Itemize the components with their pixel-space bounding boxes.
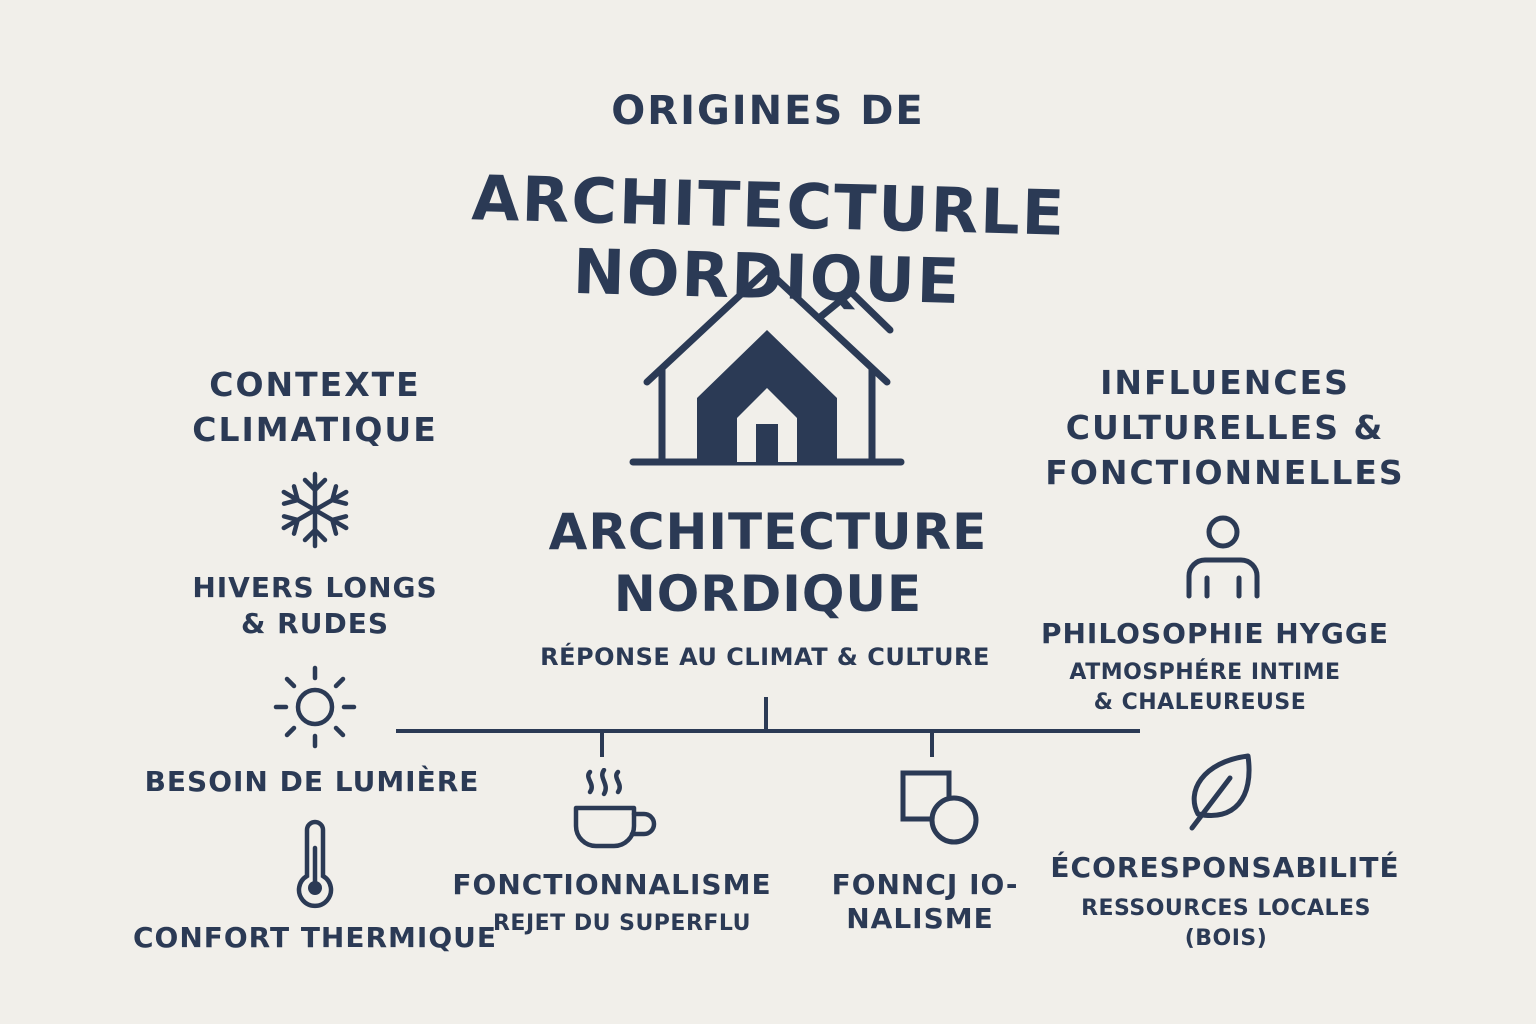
right-item-1-title: Philosophie Hygge bbox=[1040, 617, 1390, 650]
thermometer-icon bbox=[293, 818, 337, 910]
right-heading-line-1: Influences bbox=[1100, 363, 1350, 402]
bottom-item-1-title: Fonctionnalisme bbox=[452, 868, 772, 901]
center-title-line-2: Nordique bbox=[613, 565, 923, 623]
connector-horizontal bbox=[396, 729, 1140, 733]
left-item-2-label: Besoin de lumière bbox=[144, 765, 480, 798]
sun-icon bbox=[272, 664, 358, 750]
right-item-1-line-2: & chaleureuse bbox=[1093, 690, 1307, 715]
right-item-1-line-1: Atmosphére intime bbox=[1069, 660, 1341, 685]
left-item-1-line-2: & rudes bbox=[241, 607, 389, 640]
bottom-item-1-sub: Rejet du superflu bbox=[492, 911, 752, 936]
right-heading-line-2: culturelles & bbox=[1065, 408, 1385, 447]
snowflake-icon bbox=[275, 470, 355, 550]
bottom-item-2-line-2: nalisme bbox=[846, 902, 994, 935]
house-icon bbox=[625, 262, 915, 477]
right-item-2-title: Écoresponsabilité bbox=[1050, 851, 1400, 884]
person-icon bbox=[1183, 512, 1263, 600]
connector-left bbox=[600, 731, 604, 757]
right-item-2-line-1: Ressources locales bbox=[1081, 896, 1371, 921]
center-title-line-1: Architecture bbox=[548, 503, 988, 561]
right-item-2-line-2: (bois) bbox=[1184, 926, 1268, 951]
center-subtitle: Réponse au climat & culture bbox=[540, 643, 990, 671]
left-heading-line-2: climatique bbox=[192, 410, 438, 449]
title-line-1: Origines de bbox=[611, 88, 925, 134]
left-item-1-line-1: Hivers longs bbox=[192, 571, 438, 604]
left-item-3-label: Confort thermique bbox=[132, 921, 498, 954]
left-heading-line-1: Contexte bbox=[209, 365, 421, 404]
coffee-cup-icon bbox=[570, 768, 660, 858]
leaf-icon bbox=[1184, 752, 1258, 832]
connector-right bbox=[930, 731, 934, 757]
bottom-item-2-line-1: Fonncj io- bbox=[831, 868, 1019, 901]
right-heading-line-3: fonctionnelles bbox=[1045, 453, 1405, 492]
connector-center bbox=[764, 697, 768, 731]
square-circle-icon bbox=[898, 768, 982, 848]
